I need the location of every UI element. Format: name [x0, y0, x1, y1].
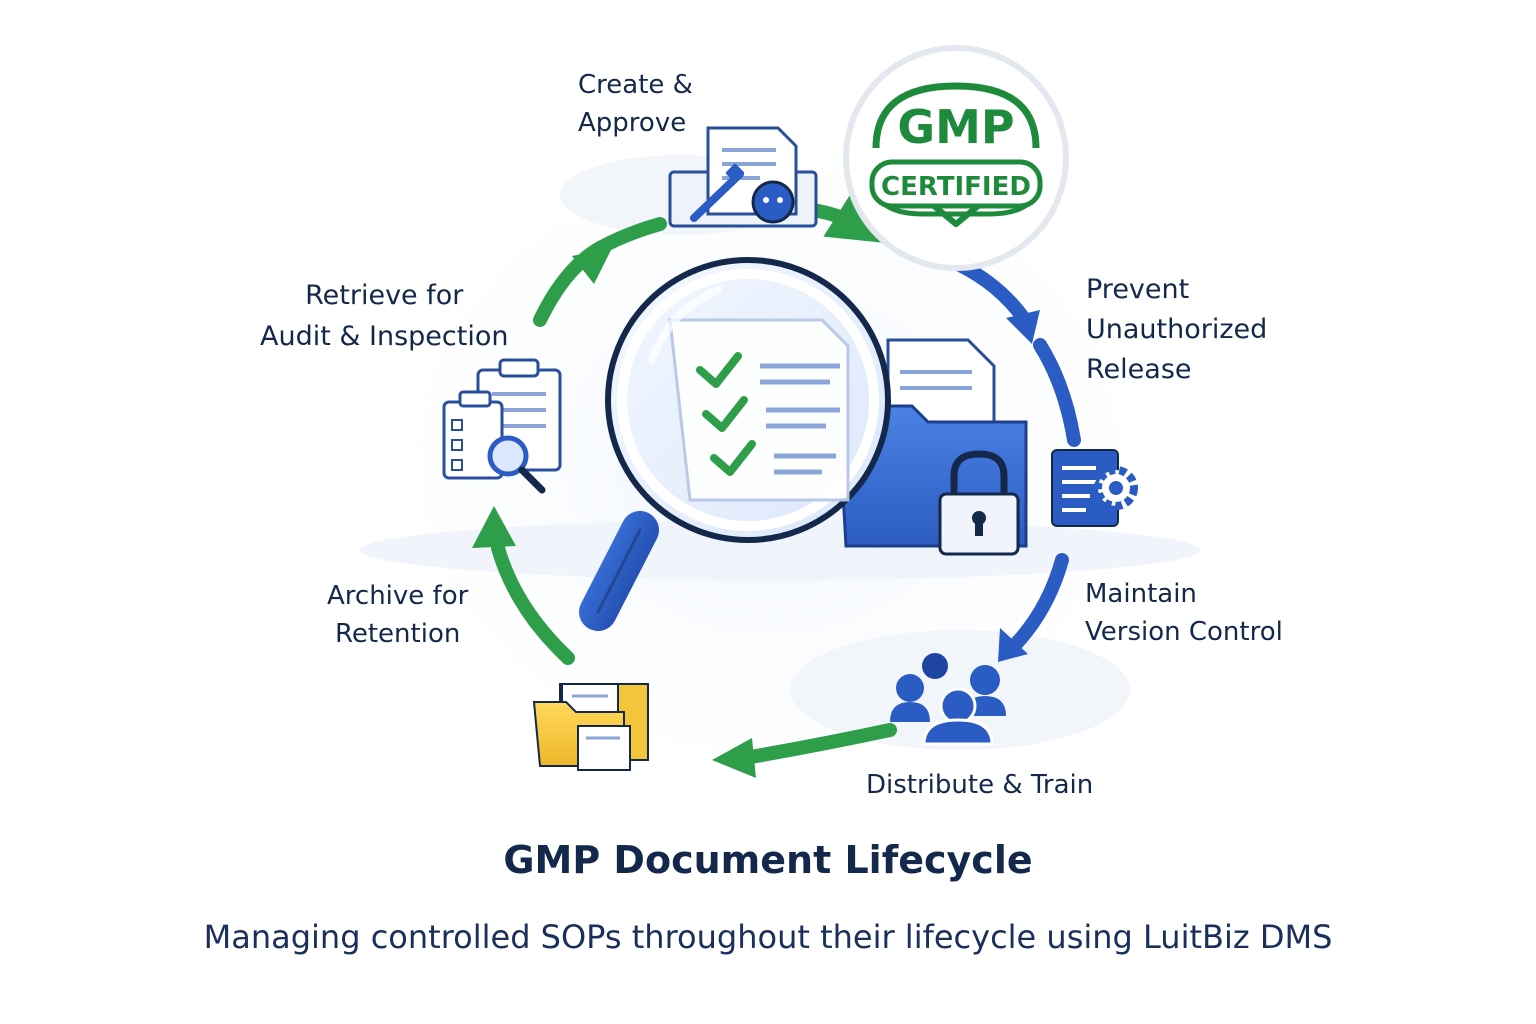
settings-document-icon	[1051, 449, 1138, 527]
arrow-head-blue-2	[998, 628, 1028, 662]
arrow-head-blue-1	[1006, 310, 1040, 344]
stage-label-archive-retention: Archive for Retention	[327, 577, 468, 653]
gmp-certified-badge: GMP CERTIFIED	[843, 45, 1069, 271]
arrow-archive-to-retrieve	[491, 541, 575, 665]
stage-label-line: Unauthorized	[1086, 314, 1268, 345]
stage-label-line: Approve	[578, 108, 687, 138]
arrow-head-green-3	[472, 506, 516, 548]
arrow-team-to-archive	[738, 723, 897, 765]
stage-label-line: Retention	[334, 619, 461, 649]
stage-label-distribute-train: Distribute & Train	[866, 766, 1093, 804]
document-sign-icon	[668, 126, 818, 228]
arrow-head-green-1	[572, 248, 612, 284]
stage-label-line: Audit & Inspection	[260, 321, 509, 352]
badge-top-text: GMP	[897, 100, 1014, 154]
stage-label-line: Retrieve for	[305, 280, 464, 311]
cycle-arrows	[472, 189, 1081, 778]
arrow-settings-to-team	[1008, 553, 1069, 652]
stage-label-line: Prevent	[1086, 274, 1190, 305]
locked-folder-icon	[836, 338, 1028, 556]
team-icon	[890, 653, 1006, 746]
diagram-subtitle: Managing controlled SOPs throughout thei…	[203, 918, 1333, 956]
stage-label-line: Create &	[578, 70, 693, 100]
stage-label-line: Archive for	[327, 581, 469, 611]
stage-label-create-approve: Create & Approve	[578, 66, 693, 142]
diagram-title: GMP Document Lifecycle	[503, 838, 1033, 882]
clipboard-search-icon	[442, 358, 562, 494]
stage-label-prevent-release: Prevent Unauthorized Release	[1086, 270, 1267, 390]
arrow-retrieve-to-create	[533, 217, 667, 327]
stage-label-line: Maintain	[1085, 579, 1197, 609]
stage-label-line: Distribute & Train	[866, 770, 1094, 800]
stage-label-retrieve-audit: Retrieve for Audit & Inspection	[260, 275, 508, 357]
badge-bottom-text: CERTIFIED	[881, 172, 1031, 202]
stage-label-version-control: Maintain Version Control	[1085, 575, 1283, 651]
stage-label-line: Release	[1086, 354, 1192, 385]
magnifier-checklist-icon	[579, 257, 891, 631]
folder-archive-icon	[532, 683, 649, 771]
arrow-prevent-to-settings	[1033, 338, 1081, 447]
stage-label-line: Version Control	[1085, 617, 1283, 647]
arrow-head-green-2	[712, 738, 756, 778]
